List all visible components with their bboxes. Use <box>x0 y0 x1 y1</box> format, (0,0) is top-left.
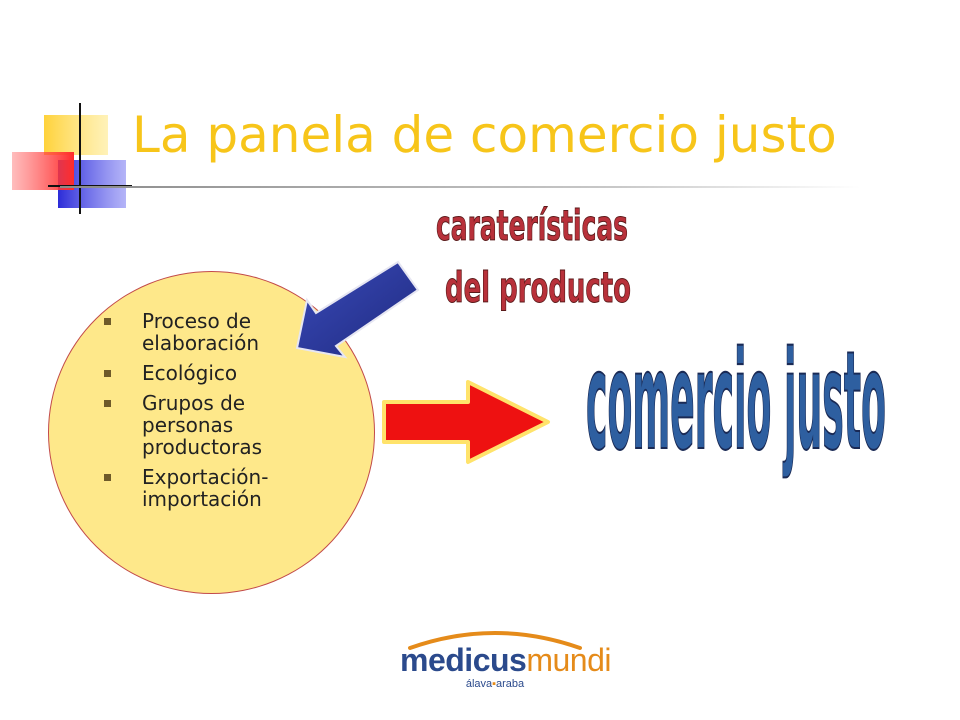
wordart-caracteristicas: caraterísticas <box>436 201 628 250</box>
list-item: Proceso de elaboración <box>104 310 334 354</box>
bullet-square-icon <box>104 370 111 377</box>
bullet-square-icon <box>104 318 111 325</box>
logo-subtitle: álava▪araba <box>400 678 590 690</box>
logo-sub-right: araba <box>496 678 525 690</box>
list-item: Ecológico <box>104 362 334 384</box>
logo-mundi: mundi <box>526 642 611 678</box>
blue-arrow-icon <box>295 260 420 359</box>
red-square <box>12 152 74 190</box>
logo-sub-separator: ▪ <box>492 678 497 690</box>
bullet-text: Proceso de elaboración <box>142 309 259 355</box>
list-item: Exportación-importación <box>104 466 334 510</box>
wordart-del-producto: del producto <box>445 263 631 312</box>
slide-title: La panela de comercio justo <box>132 106 837 164</box>
list-item: Grupos de personas productoras <box>104 392 334 458</box>
bullet-text: Ecológico <box>142 361 238 385</box>
bullet-square-icon <box>104 400 111 407</box>
bullet-list: Proceso de elaboración Ecológico Grupos … <box>104 310 334 518</box>
logo-arc-icon <box>408 631 582 650</box>
logo-medicus: medicus <box>400 642 527 678</box>
bullet-square-icon <box>104 474 111 481</box>
logo-sub-left: álava <box>465 678 493 690</box>
title-underline <box>60 186 860 188</box>
wordart-comercio-justo: comercio justo <box>586 322 886 480</box>
yellow-square <box>44 115 108 155</box>
logo-wordmark: medicusmundi <box>400 642 611 679</box>
red-arrow-icon <box>382 380 550 464</box>
medicusmundi-logo: medicusmundi álava▪araba <box>400 622 611 694</box>
bullet-text: Exportación-importación <box>142 465 269 511</box>
bullet-text: Grupos de personas productoras <box>142 391 263 459</box>
